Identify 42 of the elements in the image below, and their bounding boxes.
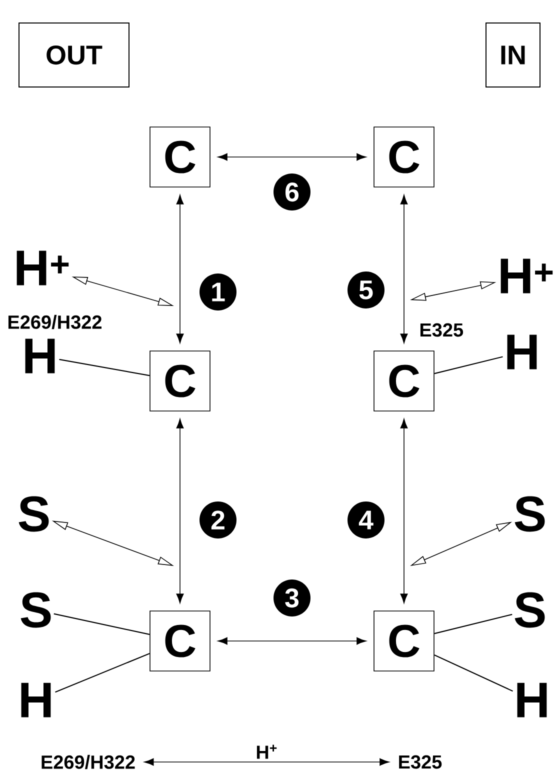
step-number: 2 [200, 502, 236, 538]
carrier-box: C [150, 610, 210, 672]
region-label-box: OUT [18, 22, 130, 88]
step-number: 1 [200, 274, 236, 310]
connector-line [434, 356, 503, 374]
symbol-label: H [517, 682, 547, 718]
symbol-label: H [25, 338, 55, 374]
carrier-box: C [374, 610, 434, 672]
symbol-label: H [507, 334, 537, 370]
arrow [144, 758, 390, 766]
edge-label: H$^{+}$ [256, 744, 277, 759]
connector-line [54, 613, 150, 635]
symbol-label: H [21, 682, 51, 718]
symbol-label: S [20, 592, 51, 628]
connector-line [434, 654, 513, 692]
residue-label: E269/H322 [42, 754, 135, 770]
carrier-box: C [150, 350, 210, 412]
symbol-label: S [18, 496, 49, 532]
step-number: 5 [348, 272, 384, 308]
region-label-box: IN [486, 22, 540, 88]
step-number: 3 [274, 580, 310, 616]
step-number: 6 [274, 174, 310, 210]
arrow [400, 194, 408, 344]
connector-line [55, 652, 150, 693]
carrier-box: C [374, 126, 434, 188]
symbol-label: H$^{+}$ [16, 250, 69, 286]
residue-label: E325 [420, 323, 464, 337]
connector-line [434, 614, 512, 634]
symbol-label: H$^{+}$ [500, 258, 553, 294]
symbol-label: S [514, 592, 545, 628]
connector-line [59, 358, 150, 376]
carrier-box: C [374, 350, 434, 412]
arrow [400, 418, 408, 604]
residue-label: E269/H322 [8, 314, 102, 330]
arrow [176, 418, 184, 604]
arrow [176, 194, 184, 344]
symbol-label: S [514, 496, 545, 532]
residue-label: E325 [399, 755, 442, 769]
arrow [218, 637, 366, 645]
arrow [218, 153, 366, 161]
step-number: 4 [348, 502, 384, 538]
carrier-box: C [150, 126, 210, 188]
